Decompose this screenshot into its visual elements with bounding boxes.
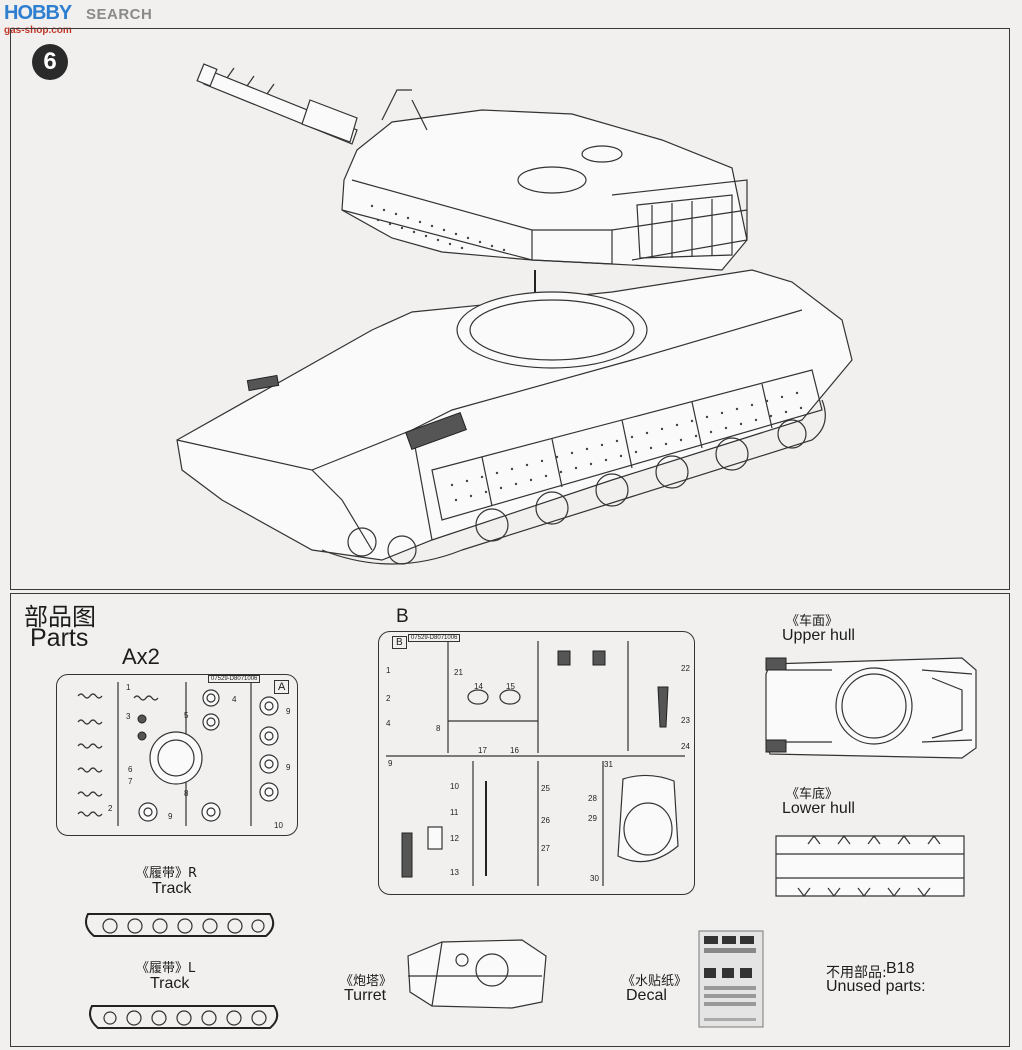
decal-en: Decal	[626, 987, 667, 1004]
svg-text:31: 31	[604, 760, 613, 769]
upper-hull-cn: 《车面》	[786, 614, 839, 629]
track-l-drawing	[89, 1005, 279, 1029]
lower-hull-drawing	[775, 835, 965, 897]
lower-hull-cn: 《车底》	[786, 787, 839, 802]
decal-cn: 《水贴纸》	[622, 974, 688, 989]
svg-text:7: 7	[128, 777, 133, 786]
svg-text:30: 30	[590, 874, 599, 883]
parts-header-cn: 部品图	[24, 603, 96, 631]
svg-text:5: 5	[184, 711, 189, 720]
svg-text:15: 15	[506, 682, 515, 691]
sprue-b-code: 07529-D8071006	[408, 634, 461, 642]
sprue-b-frame	[378, 631, 695, 895]
turret-en: Turret	[344, 987, 387, 1004]
svg-text:25: 25	[541, 784, 550, 793]
svg-text:9: 9	[286, 763, 291, 772]
turret-armor-dots	[370, 204, 506, 252]
track-r-cn: 《履带》R	[136, 866, 198, 881]
svg-text:10: 10	[450, 782, 459, 791]
svg-text:23: 23	[681, 716, 690, 725]
lower-hull-en: Lower hull	[782, 800, 855, 817]
svg-text:9: 9	[168, 812, 173, 821]
svg-text:13: 13	[450, 868, 459, 877]
track-r-drawing	[85, 913, 275, 937]
upper-hull-drawing	[765, 657, 977, 759]
svg-text:29: 29	[588, 814, 597, 823]
svg-text:1: 1	[126, 683, 131, 692]
turret-cn: 《炮塔》	[340, 974, 393, 989]
svg-text:28: 28	[588, 794, 597, 803]
sprue-a-parts: 1 3 5 4 6 7 8 9 9 9 10 2	[77, 682, 291, 830]
track-l-en: Track	[150, 975, 190, 992]
svg-text:24: 24	[681, 742, 690, 751]
svg-text:10: 10	[274, 821, 283, 830]
hull-armor-dots	[450, 391, 803, 502]
svg-text:17: 17	[478, 746, 487, 755]
unused-en: Unused parts:	[826, 978, 926, 995]
turret-drawing	[196, 63, 748, 271]
svg-text:4: 4	[232, 695, 237, 704]
parts-header-en: Parts	[30, 624, 89, 652]
hull-drawing	[176, 269, 853, 565]
svg-text:9: 9	[286, 707, 291, 716]
watermark-logo: HOBBY	[4, 2, 72, 24]
svg-text:2: 2	[108, 804, 113, 813]
svg-text:6: 6	[128, 765, 133, 774]
svg-text:9: 9	[388, 759, 393, 768]
svg-text:3: 3	[126, 712, 131, 721]
svg-text:8: 8	[184, 789, 189, 798]
watermark-search: SEARCH	[86, 6, 153, 23]
unused-part: B18	[886, 960, 915, 977]
upper-hull-en: Upper hull	[782, 627, 855, 644]
svg-text:14: 14	[474, 682, 483, 691]
svg-text:1: 1	[386, 666, 391, 675]
sprue-b-letter: B	[392, 636, 407, 649]
sprue-a-multiplier: Ax2	[122, 644, 160, 669]
step-number-badge: 6	[32, 44, 68, 80]
sprue-a-code: 07529-D8071006	[208, 675, 261, 683]
parts-panel	[10, 593, 1010, 1047]
tank-assembly-drawing	[176, 63, 853, 565]
svg-text:26: 26	[541, 816, 550, 825]
sprue-b-letter-heading: B	[396, 606, 409, 627]
track-l-cn: 《履带》L	[136, 961, 196, 976]
svg-text:8: 8	[436, 724, 441, 733]
turret-part-drawing	[407, 939, 547, 1009]
assembly-panel	[10, 28, 1010, 590]
watermark-url: gas-shop.com	[4, 25, 72, 36]
svg-text:22: 22	[681, 664, 690, 673]
unused-cn: 不用部品:	[826, 965, 887, 981]
sprue-a-frame	[56, 674, 298, 836]
svg-text:2: 2	[386, 694, 391, 703]
svg-text:11: 11	[450, 808, 459, 817]
track-r-en: Track	[152, 880, 192, 897]
decal-sheet-drawing	[698, 930, 764, 1028]
sprue-a-letter: A	[274, 680, 290, 694]
svg-text:16: 16	[510, 746, 519, 755]
svg-text:4: 4	[386, 719, 391, 728]
svg-text:27: 27	[541, 844, 550, 853]
svg-text:12: 12	[450, 834, 459, 843]
svg-text:21: 21	[454, 668, 463, 677]
